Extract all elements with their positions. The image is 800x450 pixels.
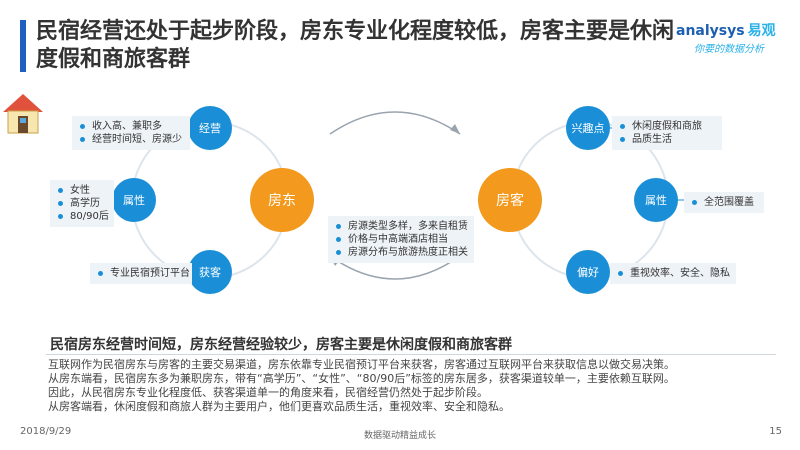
top-arc-arrow xyxy=(329,111,461,135)
list-item: 全范围覆盖 xyxy=(692,196,756,209)
summary-divider xyxy=(46,354,776,355)
list-item: 品质生活 xyxy=(620,133,714,146)
footer-date: 2018/9/29 xyxy=(20,426,72,437)
list-item: 女性 xyxy=(58,184,106,197)
list-item: 高学历 xyxy=(58,197,106,210)
summary-line: 从房客端看，休闲度假和商旅人群为主要用户，他们更喜欢品质生活，重视效率、安全和隐… xyxy=(48,400,510,413)
title-accent-bar xyxy=(20,20,26,72)
list-item: 80/90后 xyxy=(58,210,109,223)
host-node-operation: 经营 xyxy=(188,106,232,150)
brand-tagline: 你要的数据分析 xyxy=(694,44,764,55)
guest-node-preference: 偏好 xyxy=(566,250,610,294)
list-item: 经营时间短、房源少 xyxy=(80,133,182,146)
center-feature-list: 房源类型多样，多来自租赁 价格与中高端酒店相当 房源分布与旅游热度正相关 xyxy=(328,216,474,263)
list-item: 专业民宿预订平台 xyxy=(98,267,190,280)
list-item: 收入高、兼职多 xyxy=(80,120,182,133)
list-item: 房源类型多样，多来自租赁 xyxy=(336,220,468,233)
guest-interest-list: 休闲度假和商旅 品质生活 xyxy=(612,116,722,150)
guest-node-attribute: 属性 xyxy=(634,178,678,222)
bottom-arc-arrow xyxy=(329,255,461,280)
guest-center-circle: 房客 xyxy=(478,168,542,232)
host-center-circle: 房东 xyxy=(250,168,314,232)
summary-heading: 民宿房东经营时间短，房东经营经验较少，房客主要是休闲度假和商旅客群 xyxy=(50,337,512,353)
summary-line: 因此，从民宿房东专业化程度低、获客渠道单一的角度来看，民宿经营仍然处于起步阶段。 xyxy=(48,386,488,399)
guest-preference-list: 重视效率、安全、隐私 xyxy=(610,263,736,284)
brand-logo-en: analysys xyxy=(676,23,745,39)
host-guest-diagram: 房东 经营 属性 获客 收入高、兼职多 经营时间短、房源少 女性 高学历 80/… xyxy=(0,90,800,320)
footer-slogan: 数据驱动精益成长 xyxy=(363,431,436,441)
guest-attribute-list: 全范围覆盖 xyxy=(684,192,764,213)
summary-line: 互联网作为民宿房东与房客的主要交易渠道，房东依靠专业民宿预订平台来获客，房客通过… xyxy=(48,358,675,371)
page-title: 民宿经营还处于起步阶段，房东专业化程度较低，房客主要是休闲度假和商旅客群 xyxy=(36,19,675,72)
guest-node-interest: 兴趣点 xyxy=(566,106,610,150)
list-item: 休闲度假和商旅 xyxy=(620,120,714,133)
top-arc-arrowhead xyxy=(450,124,460,134)
host-node-acquisition: 获客 xyxy=(188,250,232,294)
list-item: 价格与中高端酒店相当 xyxy=(336,233,466,246)
house-icon xyxy=(3,94,43,134)
brand-logo-cn: 易观 xyxy=(747,23,776,39)
host-attribute-list: 女性 高学历 80/90后 xyxy=(50,180,114,227)
page-number: 15 xyxy=(769,426,782,437)
host-acquisition-list: 专业民宿预订平台 xyxy=(90,263,192,284)
host-operation-list: 收入高、兼职多 经营时间短、房源少 xyxy=(72,116,190,150)
list-item: 房源分布与旅游热度正相关 xyxy=(336,246,468,259)
host-node-attribute: 属性 xyxy=(112,178,156,222)
summary-line: 从房东端看，民宿房东多为兼职房东，带有“高学历”、“女性”、“80/90后”标签… xyxy=(48,372,675,385)
summary-body: 互联网作为民宿房东与房客的主要交易渠道，房东依靠专业民宿预订平台来获客，房客通过… xyxy=(48,358,788,414)
list-item: 重视效率、安全、隐私 xyxy=(618,267,730,280)
